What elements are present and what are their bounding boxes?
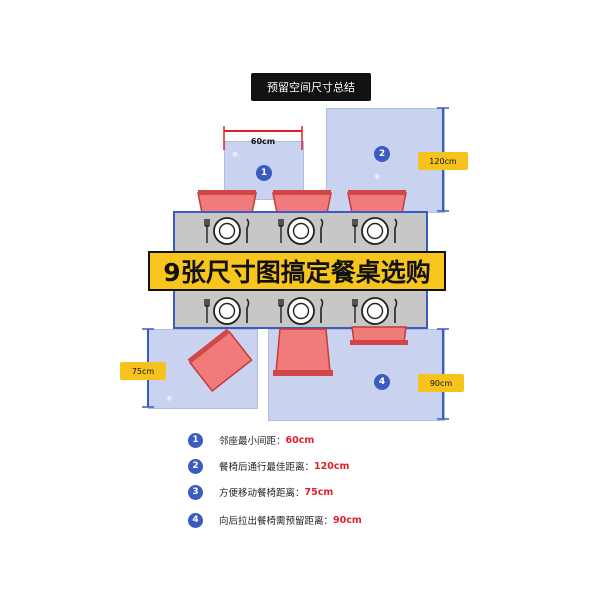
watermark-2: ◉ bbox=[374, 172, 381, 180]
dimension-label-90: 90cm bbox=[418, 374, 464, 392]
dimension-label-75: 75cm bbox=[120, 362, 166, 380]
legend-row-4: 4 向后拉出餐椅需预留距离： 90cm bbox=[188, 511, 362, 529]
watermark-3: ◉ bbox=[166, 394, 173, 402]
legend-label-4: 向后拉出餐椅需预留距离： bbox=[219, 516, 334, 527]
place-setting-1 bbox=[204, 217, 250, 245]
legend-row-2: 2 餐椅后通行最佳距离： 120cm bbox=[188, 457, 349, 475]
legend-row-1: 1 邻座最小间距： 60cm bbox=[188, 431, 314, 449]
banner-title: 9张尺寸图搞定餐桌选购 bbox=[148, 251, 446, 291]
watermark-1: ◉ bbox=[232, 150, 239, 158]
dimension-label-120: 120cm bbox=[418, 152, 468, 170]
legend-label-1: 邻座最小间距： bbox=[219, 436, 286, 447]
zone-number-1: 1 bbox=[256, 165, 272, 181]
legend-number-2: 2 bbox=[188, 458, 203, 474]
zone-number-4: 4 bbox=[374, 374, 390, 390]
chair-bottom-rotated bbox=[187, 328, 253, 393]
chair-bottom-tucked bbox=[350, 326, 408, 345]
legend-label-3: 方便移动餐椅距离： bbox=[219, 488, 305, 499]
legend-number-1: 1 bbox=[188, 432, 203, 448]
legend-value-1: 60cm bbox=[285, 434, 315, 446]
zone-number-2: 2 bbox=[374, 146, 390, 162]
place-setting-5 bbox=[278, 297, 324, 325]
legend-label-2: 餐椅后通行最佳距离： bbox=[219, 462, 315, 473]
place-setting-3 bbox=[352, 217, 398, 245]
plate-icon bbox=[204, 217, 398, 325]
legend-number-4: 4 bbox=[188, 512, 203, 528]
legend-number-3: 3 bbox=[188, 484, 203, 500]
dimension-label-60: 60cm bbox=[250, 136, 276, 146]
legend-value-4: 90cm bbox=[333, 514, 362, 526]
diagram-title: 预留空间尺寸总结 bbox=[251, 73, 371, 101]
legend-row-3: 3 方便移动餐椅距离： 75cm bbox=[188, 483, 333, 501]
legend-value-3: 75cm bbox=[304, 486, 334, 498]
place-setting-2 bbox=[278, 217, 324, 245]
chair-bottom-pulled bbox=[273, 328, 333, 376]
place-setting-4 bbox=[204, 297, 250, 325]
place-setting-6 bbox=[352, 297, 398, 325]
legend-value-2: 120cm bbox=[314, 460, 350, 472]
